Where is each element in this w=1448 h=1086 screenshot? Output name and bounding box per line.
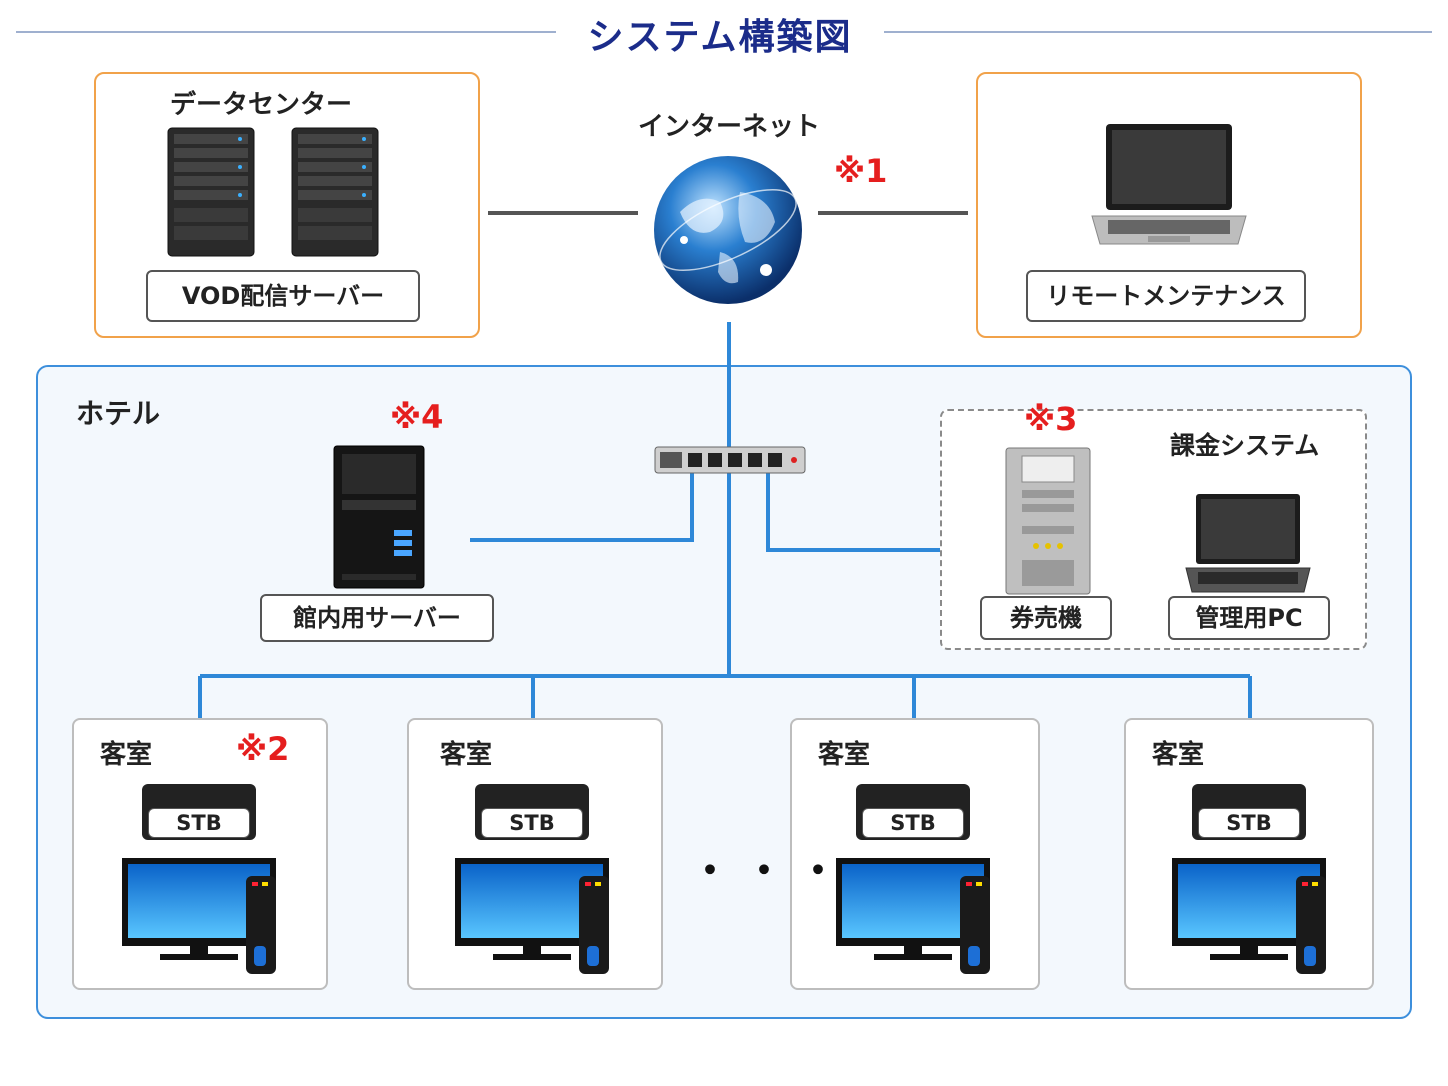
rack-server-icon (291, 127, 379, 257)
stb-label: STB (481, 808, 583, 838)
tv-icon (122, 858, 276, 974)
stb-label: STB (148, 808, 250, 838)
page-title: システム構築図 (587, 17, 853, 58)
room-label: 客室 (1152, 740, 1205, 770)
tv-icon (455, 858, 609, 974)
network-switch-icon (654, 446, 806, 474)
hotel-label: ホテル (76, 397, 161, 430)
room-label: 客室 (100, 740, 153, 770)
laptop-icon (1091, 124, 1247, 245)
tv-icon (836, 858, 990, 974)
tv-icon (1172, 858, 1326, 974)
globe-icon (654, 156, 802, 304)
rack-server-icon (167, 127, 255, 257)
note-4: ※4 (390, 398, 444, 436)
room-label: 客室 (440, 740, 493, 770)
title-rule-left (16, 31, 556, 33)
note-1: ※1 (834, 152, 888, 190)
guest-room-3 (790, 718, 1040, 990)
admin-laptop-icon (1185, 494, 1311, 593)
tower-server-icon (333, 445, 425, 589)
internet-label: インターネット (638, 112, 821, 142)
billing-system-label: 課金システム (1170, 431, 1320, 460)
more-rooms-ellipsis: ・・・ (690, 848, 852, 894)
datacenter-label: データセンター (170, 90, 353, 120)
stb-label: STB (862, 808, 964, 838)
note-3: ※3 (1024, 400, 1078, 438)
remote-maintenance-label: リモートメンテナンス (1026, 270, 1306, 322)
title-rule-right (884, 31, 1432, 33)
vod-server-label: VOD配信サーバー (146, 270, 420, 322)
room-label: 客室 (818, 740, 871, 770)
note-2: ※2 (236, 730, 290, 768)
inhouse-server-label: 館内用サーバー (260, 594, 494, 642)
ticket-machine-label: 券売機 (980, 596, 1112, 640)
admin-pc-label: 管理用PC (1168, 596, 1330, 640)
ticket-machine-icon (1005, 447, 1091, 595)
stb-label: STB (1198, 808, 1300, 838)
